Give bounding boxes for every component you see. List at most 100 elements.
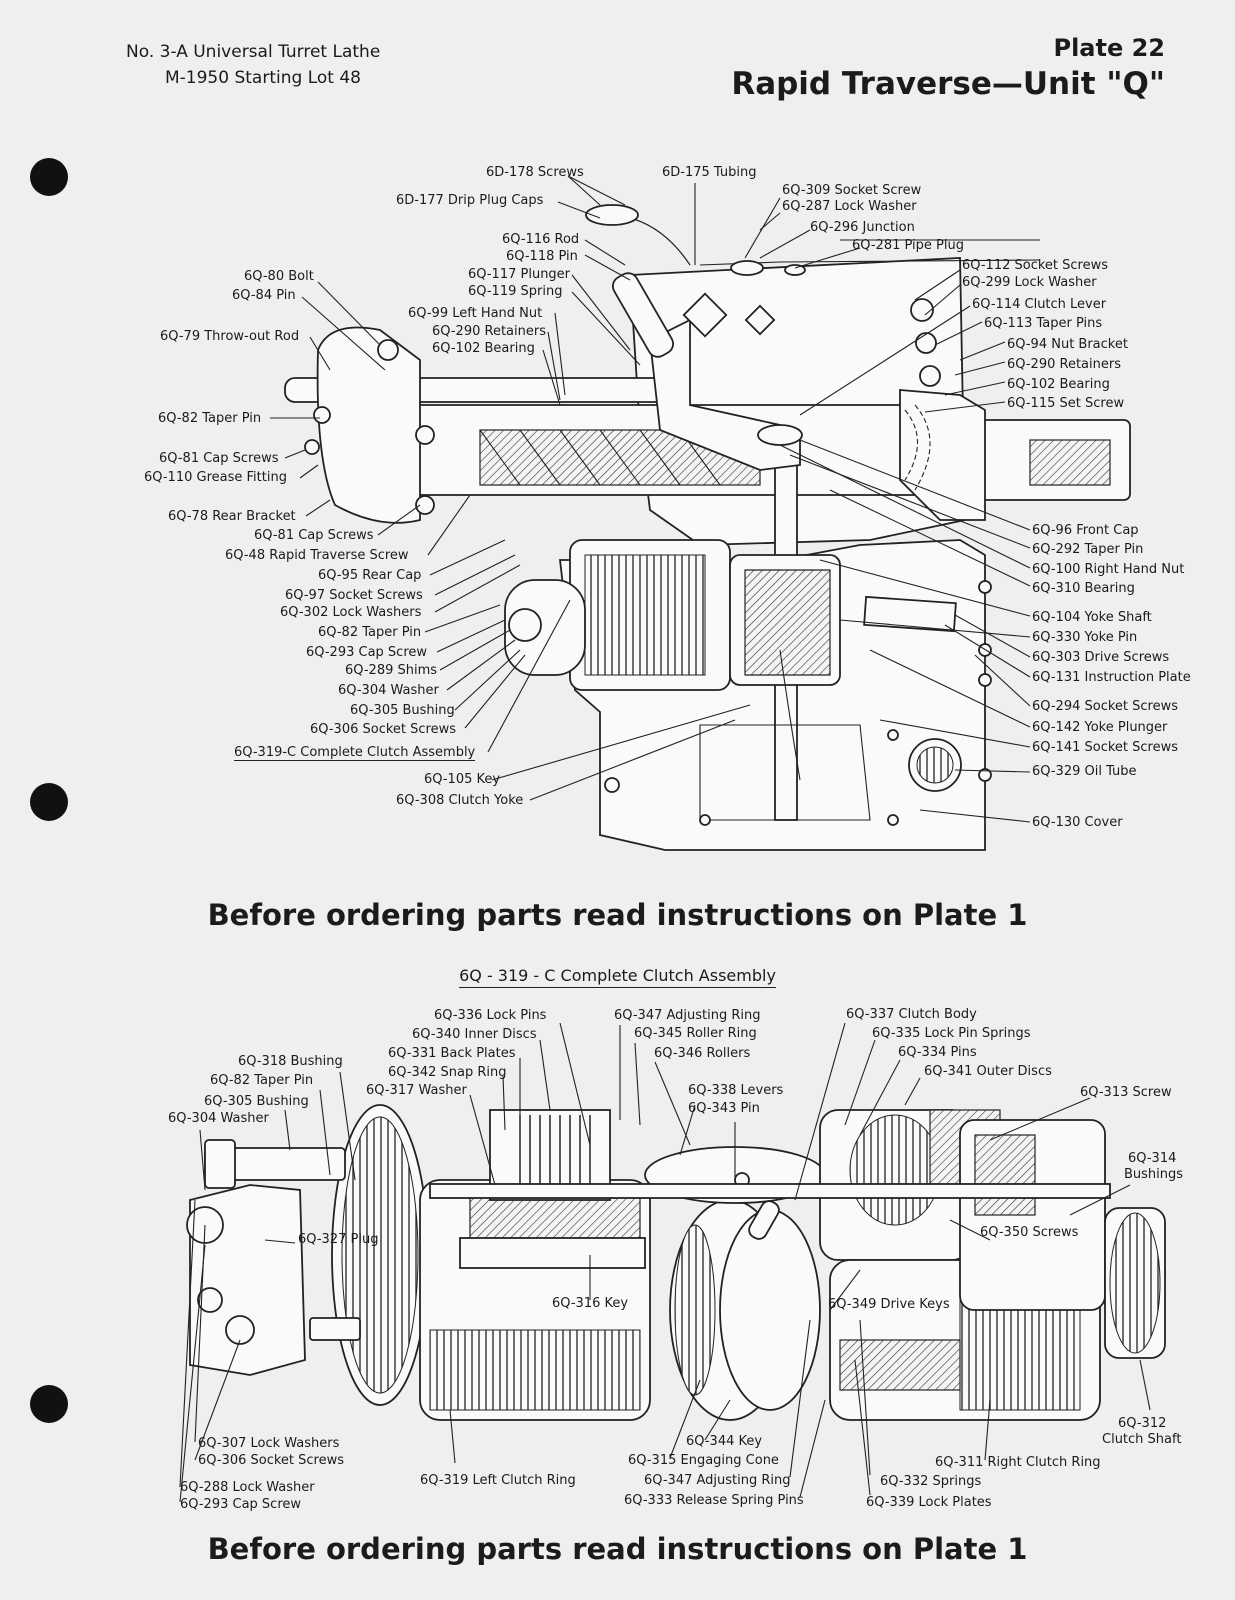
label-6q-299: 6Q-299 Lock Washer [962, 275, 1097, 290]
label-6q-289: 6Q-289 Shims [345, 663, 438, 678]
label-6q-308: 6Q-308 Clutch Yoke [396, 793, 524, 808]
label-6q-306: 6Q-306 Socket Screws [310, 722, 457, 737]
label-6q-344: 6Q-344 Key [686, 1434, 763, 1449]
label-6q-347-top: 6Q-347 Adjusting Ring [614, 1008, 761, 1023]
label-6q-314: 6Q-314 [1128, 1151, 1177, 1166]
clutch-assembly-title: 6Q - 319 - C Complete Clutch Assembly [0, 966, 1235, 988]
label-6q-338: 6Q-338 Levers [688, 1083, 784, 1098]
label-6q-303: 6Q-303 Drive Screws [1032, 650, 1170, 665]
label-6q-81-bottom: 6Q-81 Cap Screws [254, 528, 374, 543]
label-6q-342: 6Q-342 Snap Ring [388, 1065, 507, 1080]
plunger-rod [612, 272, 674, 358]
label-6q-304: 6Q-304 Washer [338, 683, 439, 698]
label-6q-305-bottom: 6Q-305 Bushing [204, 1094, 309, 1109]
label-6q-288: 6Q-288 Lock Washer [180, 1480, 315, 1495]
label-6d-178: 6D-178 Screws [486, 165, 584, 180]
label-6q-302: 6Q-302 Lock Washers [280, 605, 422, 620]
label-6q-102-right: 6Q-102 Bearing [1007, 377, 1110, 392]
label-6q-281: 6Q-281 Pipe Plug [852, 238, 964, 253]
label-6q-296: 6Q-296 Junction [810, 220, 915, 235]
machine-name: No. 3-A Universal Turret Lathe [126, 42, 381, 62]
lot-number: M-1950 Starting Lot 48 [165, 68, 361, 88]
lower-leader-lines [179, 1022, 1151, 1503]
label-6q-290-right: 6Q-290 Retainers [1007, 357, 1121, 372]
label-6q-306-bottom: 6Q-306 Socket Screws [198, 1453, 345, 1468]
label-6q-96: 6Q-96 Front Cap [1032, 523, 1139, 538]
label-6q-114: 6Q-114 Clutch Lever [972, 297, 1107, 312]
label-6q-334: 6Q-334 Pins [898, 1045, 977, 1060]
label-6q-315: 6Q-315 Engaging Cone [628, 1453, 779, 1468]
label-6q-313: 6Q-313 Screw [1080, 1085, 1172, 1100]
label-6q-316: 6Q-316 Key [552, 1296, 629, 1311]
plate-number: Plate 22 [1053, 34, 1165, 62]
label-6q-48: 6Q-48 Rapid Traverse Screw [225, 548, 409, 563]
label-6q-130: 6Q-130 Cover [1032, 815, 1123, 830]
label-6q-95: 6Q-95 Rear Cap [318, 568, 422, 583]
label-6q-319-c: 6Q-319-C Complete Clutch Assembly [234, 745, 476, 761]
label-6q-294: 6Q-294 Socket Screws [1032, 699, 1179, 714]
label-6q-82-bottom: 6Q-82 Taper Pin [210, 1073, 314, 1088]
label-6q-341: 6Q-341 Outer Discs [924, 1064, 1052, 1079]
label-6q-333: 6Q-333 Release Spring Pins [624, 1493, 804, 1508]
label-6q-311: 6Q-311 Right Clutch Ring [935, 1455, 1101, 1470]
label-6q-305: 6Q-305 Bushing [350, 703, 455, 718]
binder-hole-bottom [30, 1385, 68, 1423]
label-6q-104: 6Q-104 Yoke Shaft [1032, 610, 1152, 625]
label-6q-337: 6Q-337 Clutch Body [846, 1007, 977, 1022]
label-6q-330: 6Q-330 Yoke Pin [1032, 630, 1138, 645]
label-6q-309: 6Q-309 Socket Screw [782, 183, 922, 198]
ordering-notice-bottom: Before ordering parts read instructions … [207, 1532, 1028, 1566]
label-6q-79: 6Q-79 Throw-out Rod [160, 329, 300, 344]
label-6q-131: 6Q-131 Instruction Plate [1032, 670, 1191, 685]
label-6q-81-top: 6Q-81 Cap Screws [159, 451, 279, 466]
label-6q-318: 6Q-318 Bushing [238, 1054, 343, 1069]
label-6q-287: 6Q-287 Lock Washer [782, 199, 917, 214]
label-6q-110: 6Q-110 Grease Fitting [144, 470, 287, 485]
label-6q-142: 6Q-142 Yoke Plunger [1032, 720, 1168, 735]
label-clutch-shaft: Clutch Shaft [1102, 1432, 1182, 1447]
instruction-plate [863, 595, 957, 633]
label-6q-312: 6Q-312 [1118, 1416, 1167, 1431]
label-6q-343: 6Q-343 Pin [688, 1101, 760, 1116]
label-6q-141: 6Q-141 Socket Screws [1032, 740, 1179, 755]
binder-hole-middle [30, 783, 68, 821]
label-6q-117: 6Q-117 Plunger [468, 267, 571, 282]
label-6q-345: 6Q-345 Roller Ring [634, 1026, 757, 1041]
ordering-notice-top: Before ordering parts read instructions … [207, 898, 1028, 932]
label-6d-175: 6D-175 Tubing [662, 165, 757, 180]
page-title: Rapid Traverse—Unit "Q" [731, 66, 1165, 102]
label-6q-99: 6Q-99 Left Hand Nut [408, 306, 543, 321]
label-6q-335: 6Q-335 Lock Pin Springs [872, 1026, 1031, 1041]
label-6q-339: 6Q-339 Lock Plates [866, 1495, 992, 1510]
label-6q-112: 6Q-112 Socket Screws [962, 258, 1109, 273]
clutch-assembly-title-text: 6Q - 319 - C Complete Clutch Assembly [459, 966, 776, 988]
label-6q-97: 6Q-97 Socket Screws [285, 588, 423, 603]
label-6q-307: 6Q-307 Lock Washers [198, 1436, 340, 1451]
label-6q-115: 6Q-115 Set Screw [1007, 396, 1125, 411]
label-6q-329: 6Q-329 Oil Tube [1032, 764, 1137, 779]
label-6q-346: 6Q-346 Rollers [654, 1046, 751, 1061]
rear-bracket [316, 326, 421, 524]
label-6q-293: 6Q-293 Cap Screw [306, 645, 428, 660]
label-6q-105: 6Q-105 Key [424, 772, 501, 787]
label-6q-293-bottom: 6Q-293 Cap Screw [180, 1497, 302, 1512]
label-6q-116: 6Q-116 Rod [502, 232, 580, 247]
label-6q-118: 6Q-118 Pin [506, 249, 578, 264]
label-6q-113: 6Q-113 Taper Pins [984, 316, 1103, 331]
label-6q-292: 6Q-292 Taper Pin [1032, 542, 1144, 557]
label-6q-336: 6Q-336 Lock Pins [434, 1008, 547, 1023]
label-6q-304-bottom: 6Q-304 Washer [168, 1111, 269, 1126]
label-6q-290-left: 6Q-290 Retainers [432, 324, 546, 339]
label-6q-340: 6Q-340 Inner Discs [412, 1027, 537, 1042]
label-6q-317: 6Q-317 Washer [366, 1083, 467, 1098]
label-6q-84: 6Q-84 Pin [232, 288, 296, 303]
label-6q-331: 6Q-331 Back Plates [388, 1046, 516, 1061]
central-shaft [429, 1183, 1111, 1199]
label-6q-102-left: 6Q-102 Bearing [432, 341, 535, 356]
label-6q-310: 6Q-310 Bearing [1032, 581, 1135, 596]
label-bushings: Bushings [1124, 1167, 1184, 1182]
rapid-traverse-unit-drawing [284, 204, 1131, 851]
label-6q-78: 6Q-78 Rear Bracket [168, 509, 296, 524]
label-6q-327: 6Q-327 Plug [298, 1232, 379, 1247]
